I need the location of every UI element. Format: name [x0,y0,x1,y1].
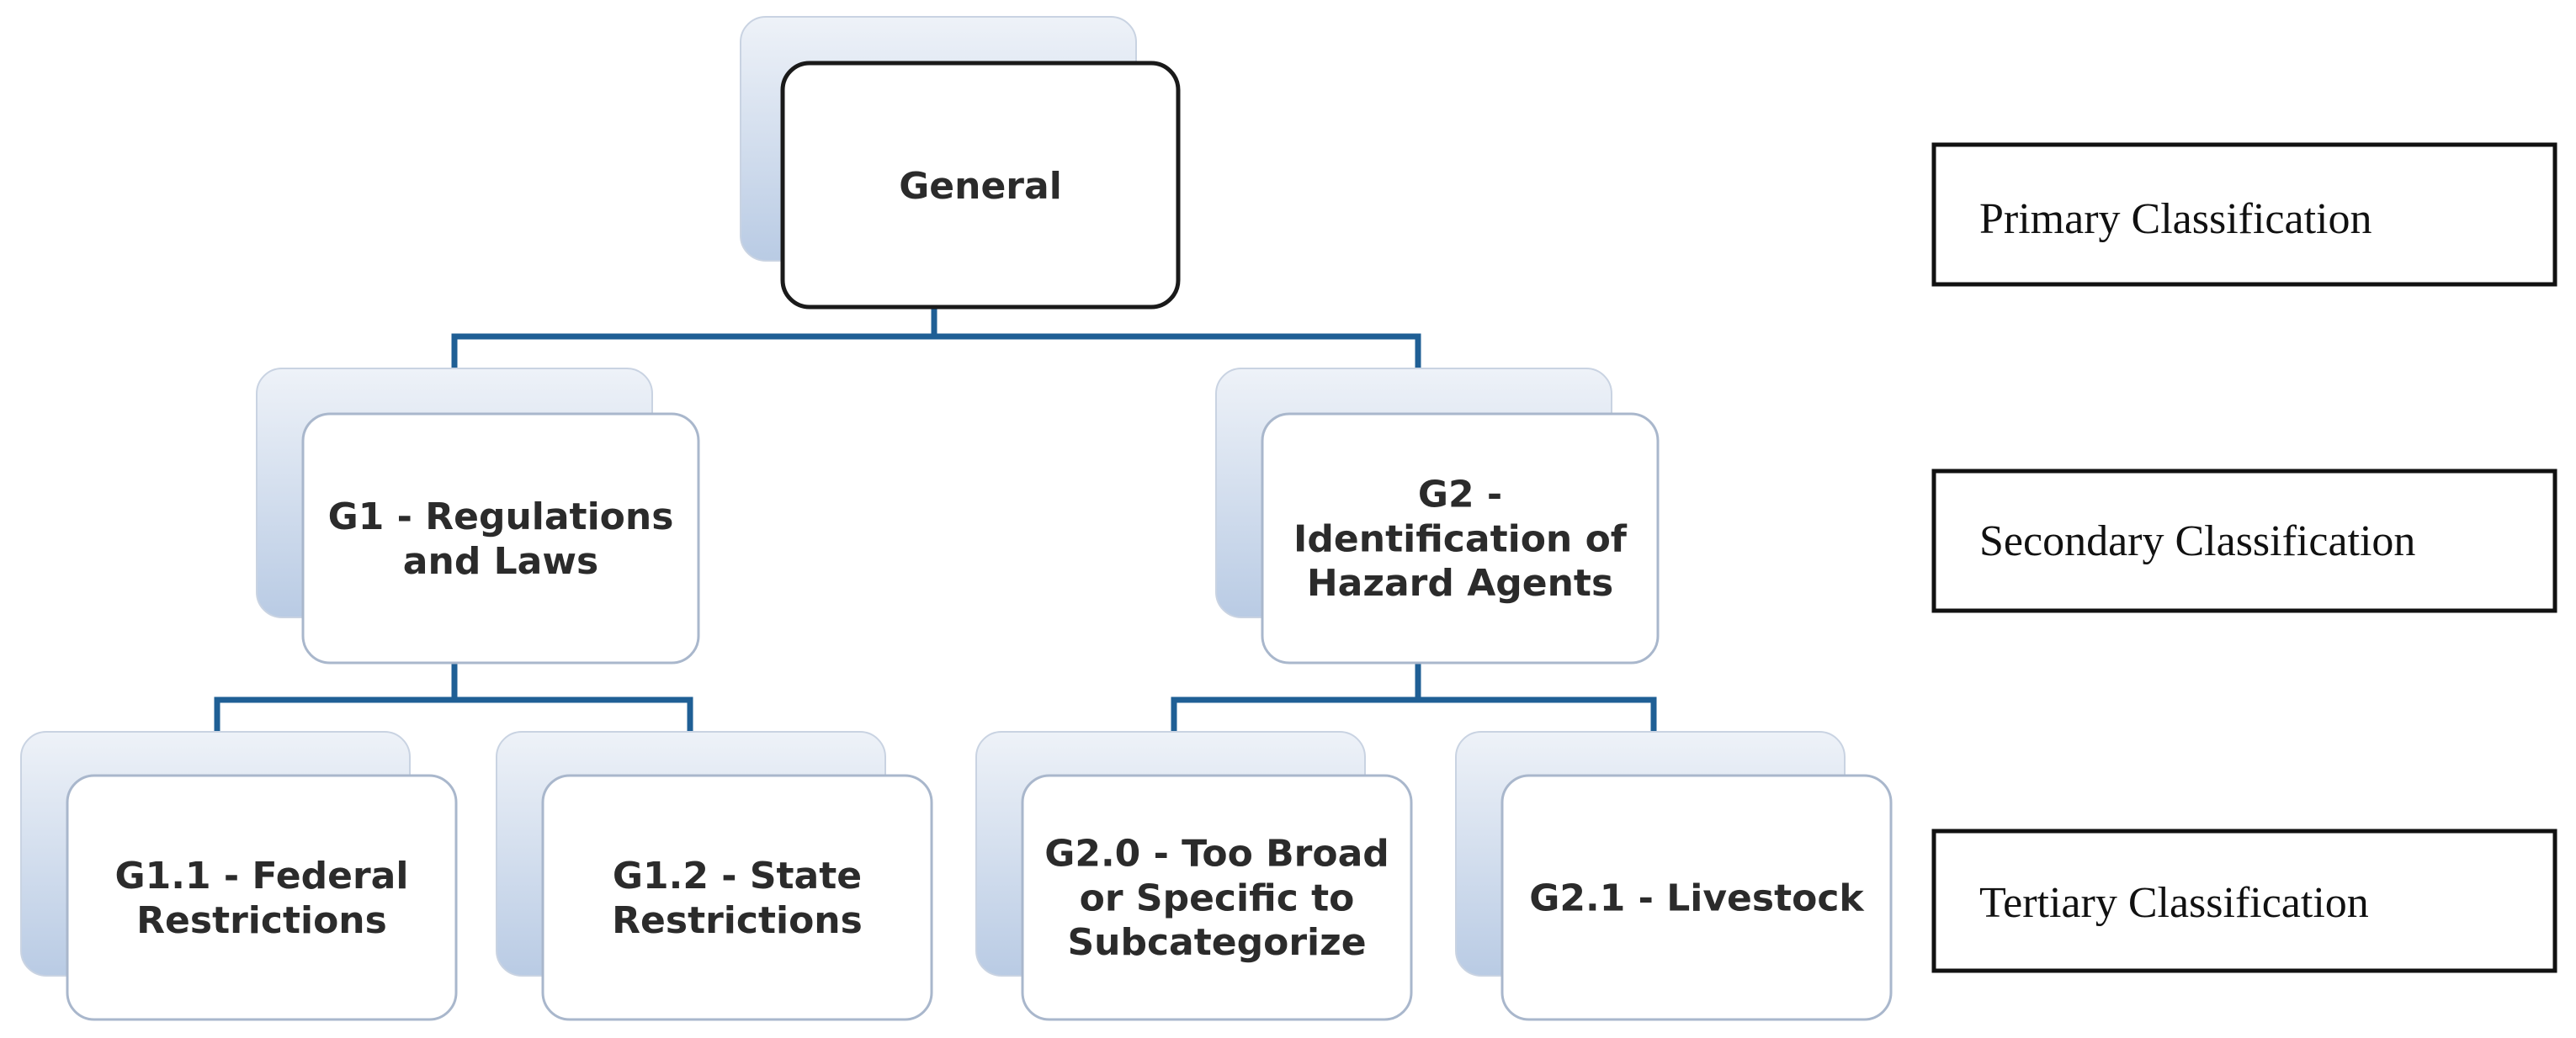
node-g20-card [1021,774,1413,1021]
node-root-text-line: General [899,165,1062,208]
node-g2-card [1261,412,1660,665]
node-root: General [740,16,1181,310]
node-g1-text-line: G1 - Regulations [328,495,674,538]
node-g1-card [301,412,700,665]
node-g12-card [541,774,933,1021]
tertiary-classification-text: Tertiary Classification [1979,879,2369,927]
level-labels: Primary Classification Secondary Classif… [1931,142,2557,973]
primary-classification-text: Primary Classification [1979,195,2372,243]
node-g20-text-line: or Specific to [1080,876,1355,919]
node-g2-text-line: Identification of [1293,517,1628,560]
connector-root-to-secondary [451,304,1421,417]
node-g21: G2.1 - Livestock [1455,731,1893,1021]
node-g2-text-line: G2 - [1418,474,1502,516]
node-g21-text-line: G2.1 - Livestock [1529,876,1865,919]
node-g20-text-line: Subcategorize [1067,921,1366,964]
node-g12-text-line: Restrictions [612,899,863,942]
connector-lines [214,304,1657,779]
tertiary-classification-label: Tertiary Classification [1931,829,2557,973]
node-g11-text-line: G1.1 - Federal [115,855,409,898]
node-g1-text-line: and Laws [403,540,598,583]
secondary-classification-text: Secondary Classification [1979,517,2415,565]
connector-g1-to-tertiary [214,659,693,779]
secondary-classification-label: Secondary Classification [1931,469,2557,613]
connector-g2-to-tertiary [1171,659,1657,779]
node-root-card [780,61,1181,310]
node-g2-text-line: Hazard Agents [1307,562,1613,605]
node-g20-text-line: G2.0 - Too Broad [1044,833,1389,876]
node-g21-card [1500,774,1893,1021]
primary-classification-label: Primary Classification [1931,142,2557,287]
node-g11-card [66,774,458,1021]
node-g12-text-line: G1.2 - State [613,855,862,898]
node-g11-text-line: Restrictions [136,899,387,942]
